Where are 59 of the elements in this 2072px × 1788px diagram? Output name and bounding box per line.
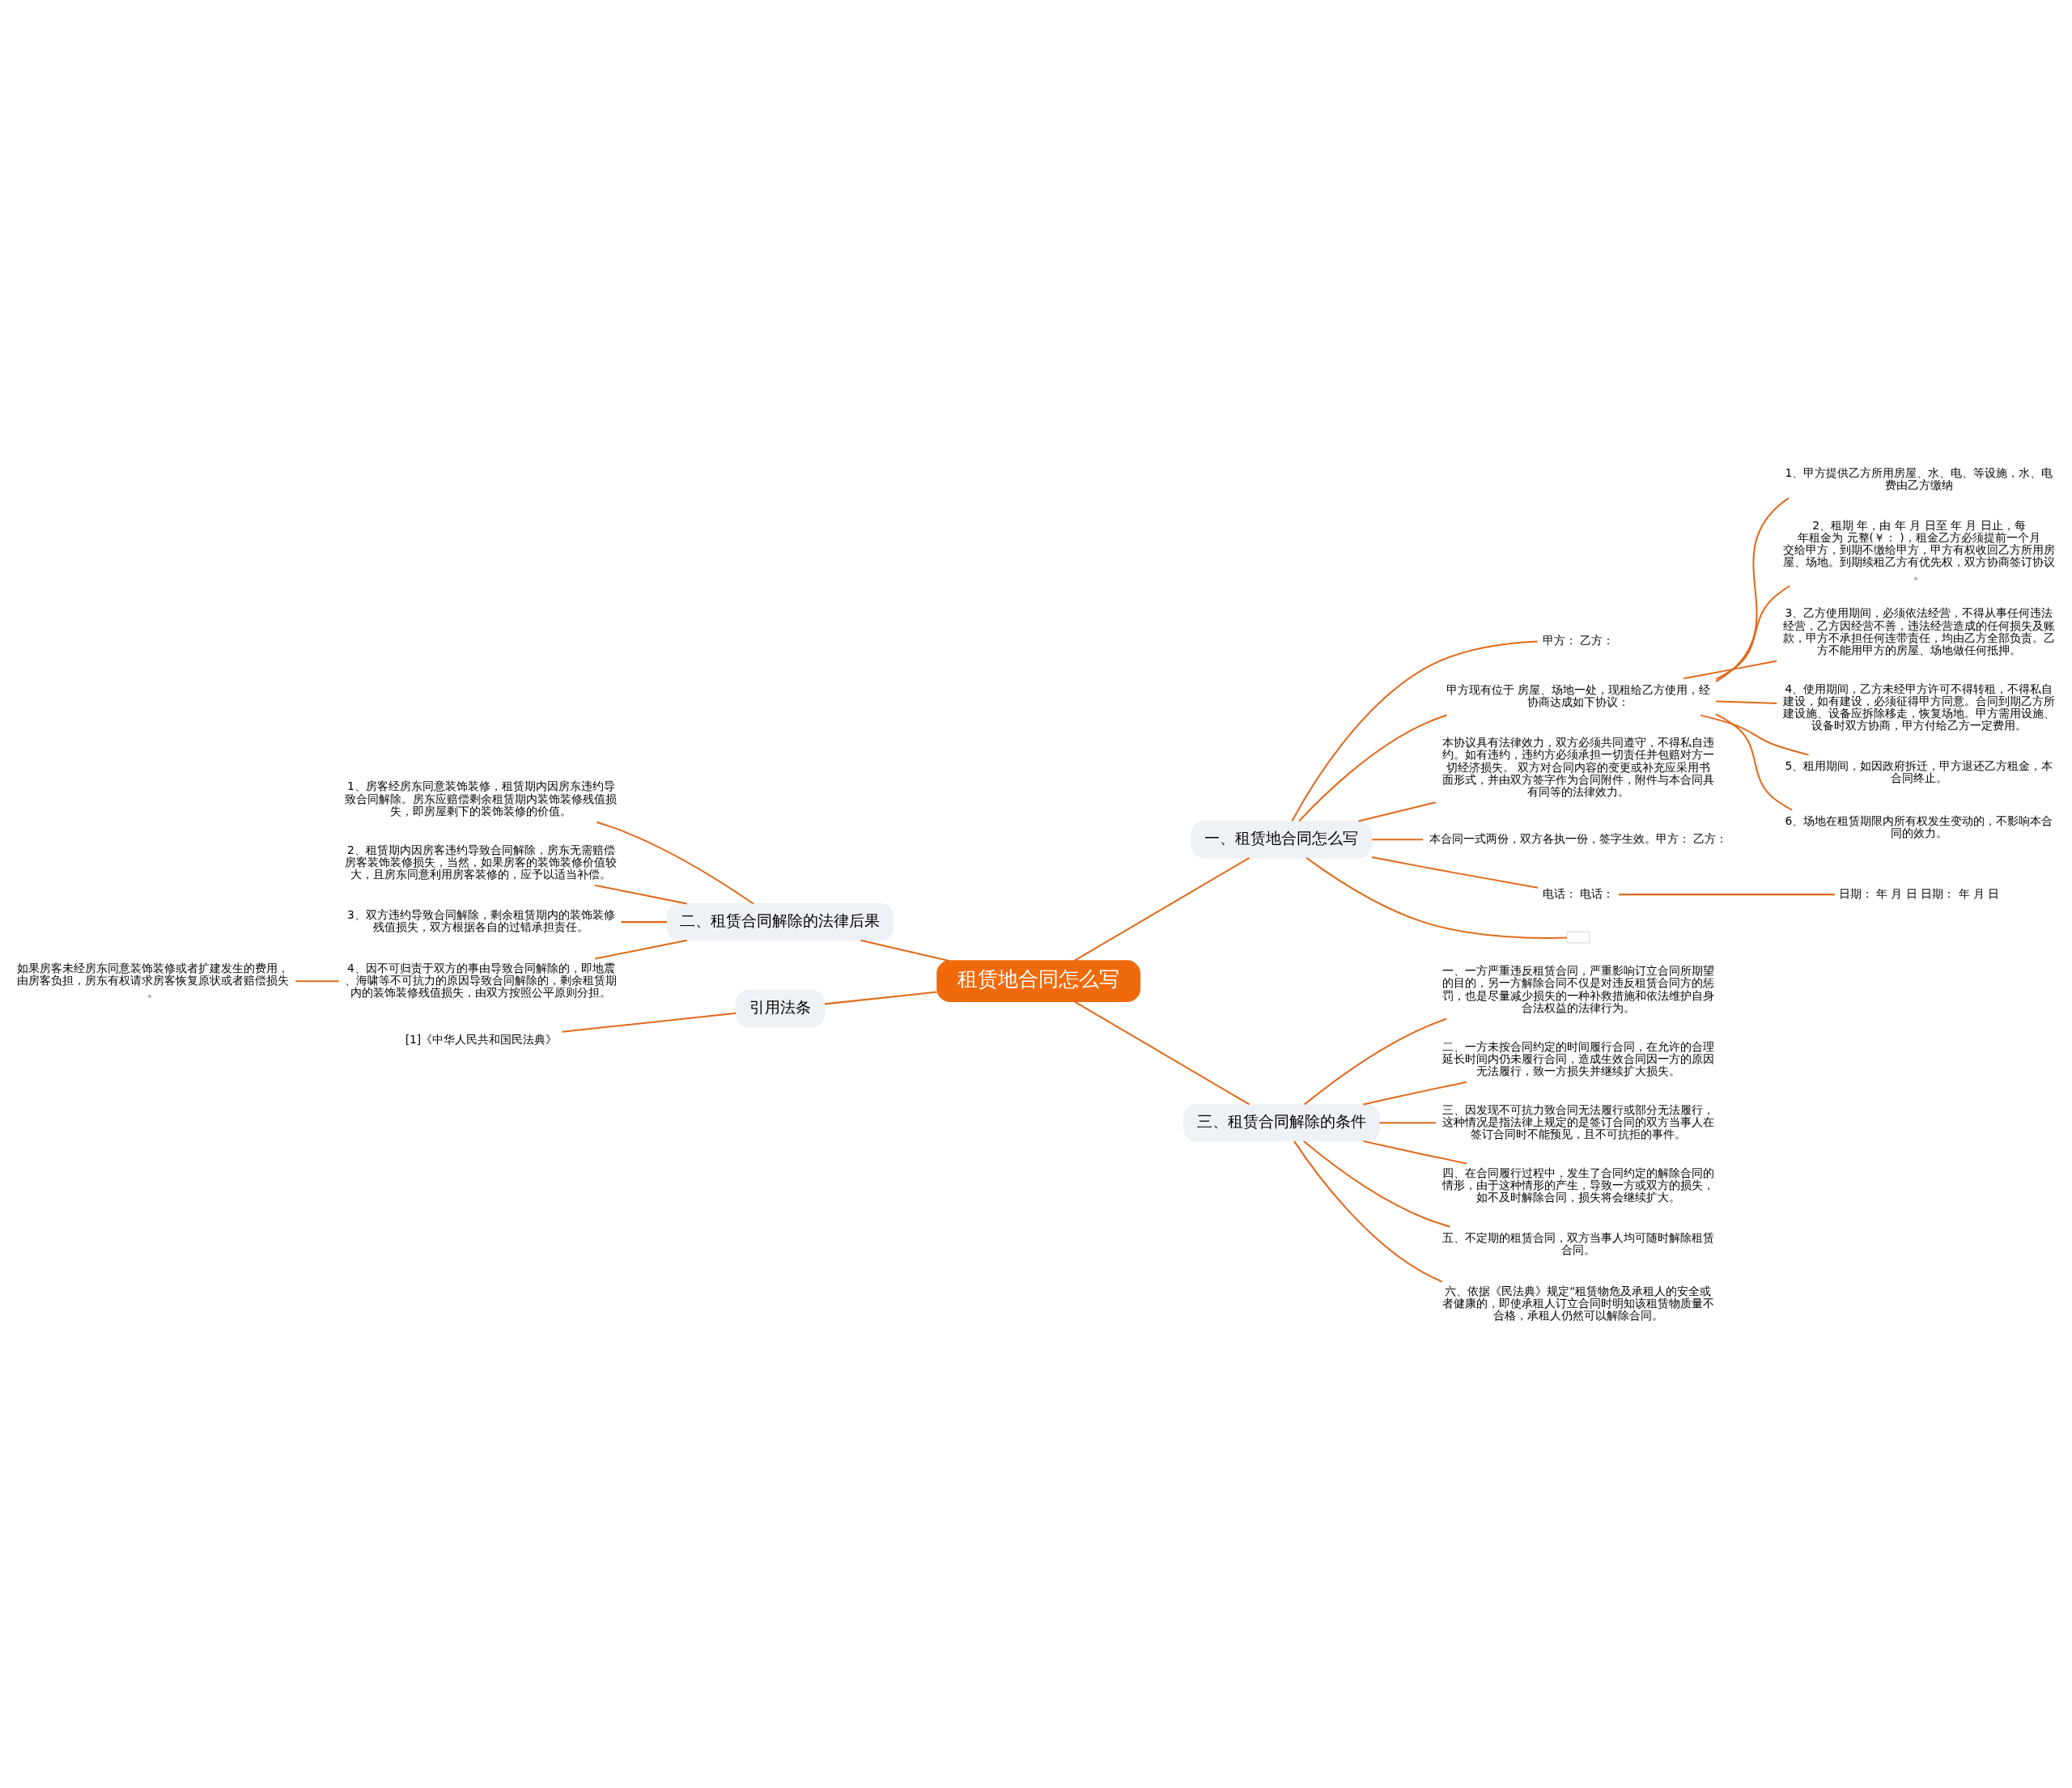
node-text: 甲方现有位于 房屋、场地一处，现租给乙方使用，经协商达成如下协议： bbox=[1446, 682, 1711, 708]
node-text: 甲方： 乙方： bbox=[1542, 634, 1615, 648]
node-text: 日期： 年 月 日 日期： 年 月 日 bbox=[1838, 886, 2000, 900]
node-text: [1]《中华人民共和国民法典》 bbox=[405, 1032, 558, 1046]
node-box: 二、租赁合同解除的法律后果 bbox=[666, 902, 894, 941]
connector bbox=[1618, 894, 1835, 896]
connector bbox=[860, 939, 949, 962]
connector bbox=[1715, 584, 1790, 680]
connector bbox=[562, 1012, 737, 1033]
node-box: 引用法条 bbox=[735, 989, 826, 1028]
connector bbox=[621, 921, 668, 924]
node-text: 5、租用期间，如因政府拆迁，甲方退还乙方租金，本合同终止。 bbox=[1785, 759, 2053, 785]
node-box bbox=[1566, 931, 1590, 944]
node-text: 6、场地在租赁期限内所有权发生变动的，不影响本合同的效力。 bbox=[1785, 814, 2053, 840]
connector bbox=[1073, 1000, 1250, 1106]
connector bbox=[1715, 497, 1790, 682]
connector bbox=[1073, 857, 1250, 962]
connector bbox=[1683, 660, 1777, 680]
node-text: 电话： 电话： bbox=[1542, 886, 1615, 900]
connector bbox=[1372, 839, 1424, 841]
node-box: 三、租赁合同解除的条件 bbox=[1182, 1103, 1380, 1142]
connector bbox=[824, 991, 937, 1005]
node-text: 3、双方违约导致合同解除，剩余租赁期内的装饰装修残值损失，双方根据各自的过错承担责任。 bbox=[347, 908, 615, 934]
connector bbox=[594, 884, 687, 905]
connector bbox=[1291, 640, 1538, 822]
node-text: 4、因不可归责于双方的事由导致合同解除的，即地震、海啸等不可抗力的原因导致合同解除的，剩余租赁期内的装饰装修残值损失，由双方按照公平原则分担。 bbox=[345, 961, 618, 999]
node-text: 1、房客经房东同意装饰装修，租赁期内因房东违约导致合同解除。房东应赔偿剩余租赁期内装饰装修残值损失，即房屋剩下的装饰装修的价值。 bbox=[345, 779, 618, 818]
connector bbox=[1716, 700, 1777, 704]
connector bbox=[1379, 1122, 1437, 1124]
connector bbox=[1303, 1140, 1450, 1228]
connector bbox=[1371, 856, 1539, 889]
node-text: 三、因发现不可抗力致合同无法履行或部分无法履行，这种情况是指法律上规定的是签订合同的双方当事人在签订合同时不能预见，且不可抗拒的事件。 bbox=[1441, 1102, 1714, 1140]
connector bbox=[594, 939, 687, 960]
connector bbox=[1715, 713, 1793, 811]
connector bbox=[1363, 1081, 1467, 1106]
connector bbox=[1304, 1017, 1447, 1106]
node-text: 3、乙方使用期间，必须依法经营，不得从事任何违法经营，乙方因经营不善，违法经营造成的任何损失及账款，甲方不承担任何连带责任，均由乙方全部负责。乙方不能用甲方的房屋、场地做任何抵押。 bbox=[1782, 606, 2055, 656]
node-text: 4、使用期间，乙方未经甲方许可不得转租，不得私自建设，如有建设，必须征得甲方同意。合同到期乙方所建设施、设备应拆除移走，恢复场地。甲方需用设施、设备时双方协商，甲方付给乙方一定费用。 bbox=[1782, 682, 2055, 732]
node-box: 租赁地合同怎么写 bbox=[936, 960, 1141, 1002]
connector bbox=[1293, 1140, 1443, 1283]
node-text: 一、一方严重违反租赁合同，严重影响订立合同所期望的目的，另一方解除合同不仅是对违反租赁合同方的惩罚，也是尽量减少损失的一种补救措施和依法维护自身合法权益的法律行为。 bbox=[1441, 964, 1714, 1014]
node-text: 二、一方未按合同约定的时间履行合同，在允许的合理延长时间内仍未履行合同，造成生效合同因一方的原因无法履行，致一方损失并继续扩大损失。 bbox=[1441, 1039, 1714, 1077]
node-text: 本协议具有法律效力，双方必须共同遵守，不得私自违约。如有违约，违约方必须承担一切责任并包赔对方一切经济损失。 双方对合同内容的变更或补充应采用书面形式，并由双方签字作为合同附件，附件与本合同具有同等的法律效力。 bbox=[1441, 736, 1714, 798]
node-text: 本合同一式两份，双方各执一份，签字生效。甲方： 乙方： bbox=[1429, 831, 1728, 845]
node-text: 六、依据《民法典》规定“租赁物危及承租人的安全或者健康的，即使承租人订立合同时明知该租赁物质量不合格，承租人仍然可以解除合同。 bbox=[1441, 1284, 1714, 1322]
connector bbox=[596, 821, 754, 905]
node-text: 五、不定期的租赁合同，双方当事人均可随时解除租赁合同。 bbox=[1441, 1231, 1714, 1257]
node-text: 1、甲方提供乙方所用房屋、水、电、等设施，水、电费由乙方缴纳 bbox=[1785, 465, 2053, 491]
connector bbox=[1700, 714, 1809, 756]
connector bbox=[295, 980, 339, 983]
node-text: 2、租赁期内因房客违约导致合同解除，房东无需赔偿房客装饰装修损失，当然，如果房客的装饰装修价值较大，且房东同意利用房客装修的，应予以适当补偿。 bbox=[345, 843, 618, 881]
node-text: 2、租期 年，由 年 月 日至 年 月 日止，每年租金为 元整(￥： )，租金乙方必须提前一个月交给甲方，到期不缴给甲方，甲方有权收回乙方所用房屋、场地。到期续租乙方有优先权，双方协商签订协议。 bbox=[1782, 519, 2055, 581]
connector bbox=[1306, 857, 1567, 939]
node-text: 四、在合同履行过程中，发生了合同约定的解除合同的情形，由于这种情形的产生，导致一方或双方的损失，如不及时解除合同，损失将会继续扩大。 bbox=[1441, 1166, 1714, 1204]
connector bbox=[1363, 1140, 1467, 1165]
node-box: 一、租赁地合同怎么写 bbox=[1191, 820, 1373, 859]
connector bbox=[1298, 714, 1447, 822]
node-text: 如果房客未经房东同意装饰装修或者扩建发生的费用，由房客负担，房东有权请求房客恢复原状或者赔偿损失。 bbox=[17, 961, 290, 999]
connector bbox=[1358, 801, 1437, 822]
